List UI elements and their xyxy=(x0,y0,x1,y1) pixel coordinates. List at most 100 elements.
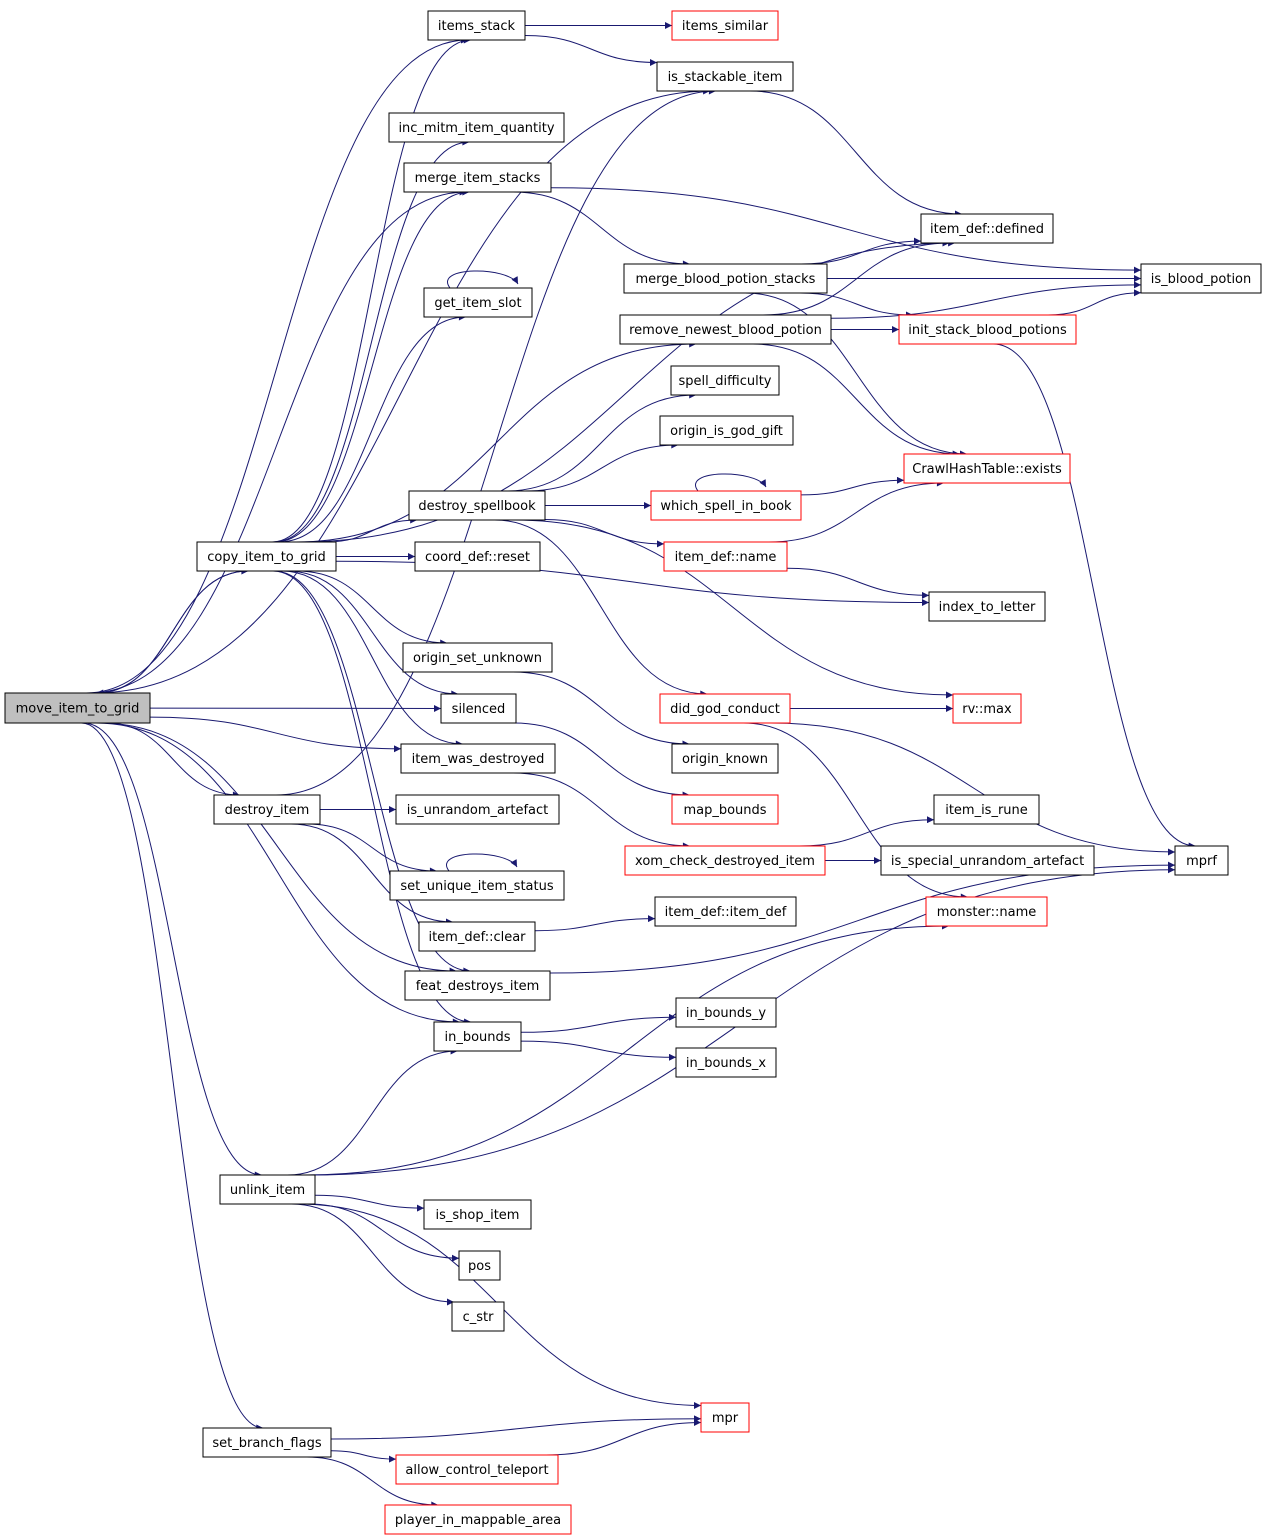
nodes: move_item_to_grid items_stack items_simila… xyxy=(4,10,1262,1535)
node-box xyxy=(619,314,832,345)
node-set-unique-item-status[interactable]: set_unique_item_status xyxy=(389,870,565,901)
node-index-to-letter[interactable]: index_to_letter xyxy=(928,591,1046,622)
edge-silenced-to-map-bounds xyxy=(513,722,690,799)
node-box xyxy=(659,415,794,446)
node-label: rv::max xyxy=(962,702,1012,717)
node-box xyxy=(427,10,526,41)
node-map-bounds[interactable]: map_bounds xyxy=(671,794,779,825)
node-box xyxy=(898,314,1077,345)
node-feat-destroys-item[interactable]: feat_destroys_item xyxy=(404,970,551,1001)
node-move-item-to-grid[interactable]: move_item_to_grid xyxy=(4,692,151,724)
node-label: unlink_item xyxy=(230,1183,305,1198)
node-item-is-rune[interactable]: item_is_rune xyxy=(933,794,1040,825)
node-label: is_special_unrandom_artefact xyxy=(891,854,1084,869)
node-origin-known[interactable]: origin_known xyxy=(671,743,779,774)
node-xom-check-destroyed-item[interactable]: xom_check_destroyed_item xyxy=(624,845,826,876)
node-in-bounds[interactable]: in_bounds xyxy=(433,1021,522,1052)
node-pos[interactable]: pos xyxy=(458,1250,501,1281)
node-label: silenced xyxy=(452,702,506,717)
node-item-was-destroyed[interactable]: item_was_destroyed xyxy=(400,743,556,774)
edge-move-item-to-grid-to-is-stackable-item xyxy=(92,87,711,694)
edge-destroy-spellbook-to-did-god-conduct xyxy=(494,519,708,698)
edge-destroy-spellbook-to-origin-is-god-gift xyxy=(525,441,679,492)
node-label: coord_def::reset xyxy=(425,550,530,565)
node-box xyxy=(408,490,546,521)
node-box xyxy=(659,693,791,724)
node-c-str[interactable]: c_str xyxy=(451,1301,505,1332)
edge-item-def-name-to-crawl-hash-exists xyxy=(768,479,944,543)
node-label: inc_mitm_item_quantity xyxy=(398,121,554,136)
node-box xyxy=(663,541,788,572)
node-box xyxy=(451,1301,505,1332)
node-box xyxy=(423,287,533,318)
edge-move-item-to-grid-to-unlink-item xyxy=(83,722,262,1179)
node-player-in-mappable-area[interactable]: player_in_mappable_area xyxy=(384,1504,572,1535)
node-get-item-slot[interactable]: get_item_slot xyxy=(423,287,533,318)
node-coord-def-reset[interactable]: coord_def::reset xyxy=(414,541,541,572)
node-box xyxy=(623,263,828,294)
node-is-special-unrandom-artefact[interactable]: is_special_unrandom_artefact xyxy=(880,845,1095,876)
node-box xyxy=(675,997,777,1028)
node-silenced[interactable]: silenced xyxy=(440,693,517,724)
node-box xyxy=(670,365,780,396)
node-label: player_in_mappable_area xyxy=(395,1513,561,1528)
node-box xyxy=(928,591,1046,622)
node-mprf[interactable]: mprf xyxy=(1174,845,1229,876)
node-crawl-hash-exists[interactable]: CrawlHashTable::exists xyxy=(903,453,1071,484)
node-label: is_unrandom_artefact xyxy=(407,803,548,818)
edge-copy-item-to-grid-to-move-item-to-grid xyxy=(96,570,249,697)
node-did-god-conduct[interactable]: did_god_conduct xyxy=(659,693,791,724)
node-in-bounds-x[interactable]: in_bounds_x xyxy=(675,1047,777,1078)
node-is-shop-item[interactable]: is_shop_item xyxy=(423,1199,532,1230)
edge-copy-item-to-grid-to-destroy-spellbook xyxy=(326,516,418,543)
node-which-spell-in-book[interactable]: which_spell_in_book xyxy=(650,490,802,521)
edge-item-def-clear-to-item-def-item-def xyxy=(534,915,656,932)
node-box xyxy=(880,845,1095,876)
node-allow-control-teleport[interactable]: allow_control_teleport xyxy=(395,1454,559,1485)
node-label: remove_newest_blood_potion xyxy=(629,323,822,338)
node-box xyxy=(1174,845,1229,876)
node-merge-blood-potion-stacks[interactable]: merge_blood_potion_stacks xyxy=(623,263,828,294)
node-copy-item-to-grid[interactable]: copy_item_to_grid xyxy=(196,541,337,572)
node-inc-mitm-item-quantity[interactable]: inc_mitm_item_quantity xyxy=(388,112,565,143)
edge-item-was-destroyed-to-xom-check-destroyed-item xyxy=(513,772,690,850)
edge-get-item-slot-to-get-item-slot xyxy=(447,270,519,289)
node-item-def-item-def[interactable]: item_def::item_def xyxy=(654,896,797,927)
node-destroy-item[interactable]: destroy_item xyxy=(213,794,321,825)
node-label: is_stackable_item xyxy=(668,70,783,85)
node-box xyxy=(395,1454,559,1485)
node-unlink-item[interactable]: unlink_item xyxy=(219,1174,316,1205)
edge-which-spell-in-book-to-which-spell-in-book xyxy=(695,473,767,492)
node-spell-difficulty[interactable]: spell_difficulty xyxy=(670,365,780,396)
edge-allow-control-teleport-to-mpr xyxy=(546,1419,702,1456)
edge-move-item-to-grid-to-set-branch-flags xyxy=(81,722,264,1432)
node-box xyxy=(219,1174,316,1205)
node-origin-set-unknown[interactable]: origin_set_unknown xyxy=(402,642,553,673)
node-merge-item-stacks[interactable]: merge_item_stacks xyxy=(403,162,552,193)
edge-unlink-item-to-c-str xyxy=(291,1203,455,1306)
edge-move-item-to-grid-to-item-was-destroyed xyxy=(149,716,402,753)
node-init-stack-blood-potions[interactable]: init_stack_blood_potions xyxy=(898,314,1077,345)
node-destroy-spellbook[interactable]: destroy_spellbook xyxy=(408,490,546,521)
node-origin-is-god-gift[interactable]: origin_is_god_gift xyxy=(659,415,794,446)
edge-remove-newest-blood-potion-to-is-blood-potion xyxy=(830,281,1142,319)
node-items-stack[interactable]: items_stack xyxy=(427,10,526,41)
node-monster-name[interactable]: monster::name xyxy=(925,896,1048,927)
node-is-blood-potion[interactable]: is_blood_potion xyxy=(1140,263,1262,294)
node-mpr[interactable]: mpr xyxy=(700,1402,750,1433)
node-box xyxy=(395,794,560,825)
node-set-branch-flags[interactable]: set_branch_flags xyxy=(202,1427,332,1458)
node-items-similar[interactable]: items_similar xyxy=(671,10,779,41)
node-label: init_stack_blood_potions xyxy=(908,323,1067,338)
node-box xyxy=(4,692,151,724)
node-box xyxy=(400,743,556,774)
node-is-stackable-item[interactable]: is_stackable_item xyxy=(656,61,794,92)
node-is-unrandom-artefact[interactable]: is_unrandom_artefact xyxy=(395,794,560,825)
node-item-def-name[interactable]: item_def::name xyxy=(663,541,788,572)
node-in-bounds-y[interactable]: in_bounds_y xyxy=(675,997,777,1028)
node-rv-max[interactable]: rv::max xyxy=(952,693,1022,724)
node-remove-newest-blood-potion[interactable]: remove_newest_blood_potion xyxy=(619,314,832,345)
node-label: in_bounds xyxy=(444,1030,510,1045)
node-item-def-clear[interactable]: item_def::clear xyxy=(418,921,536,952)
node-item-def-defined[interactable]: item_def::defined xyxy=(920,213,1054,244)
